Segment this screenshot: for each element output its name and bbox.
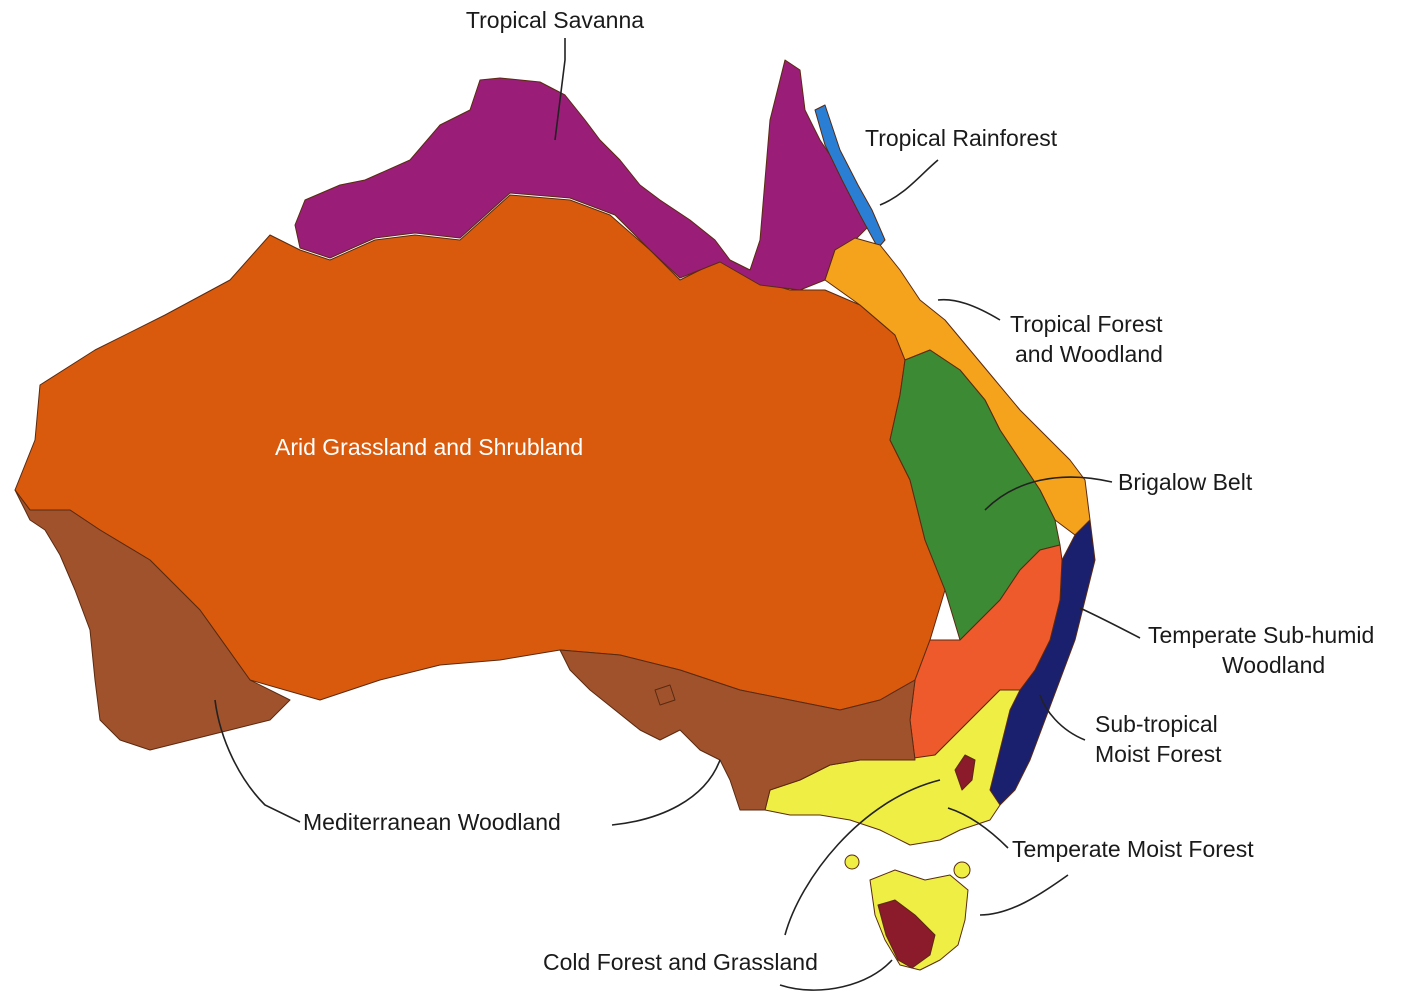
region-tropical-rainforest bbox=[814, 104, 886, 249]
region-mediterranean-sw bbox=[14, 489, 291, 751]
leader-tropical-forest bbox=[937, 298, 1001, 321]
leader-temperate-moist bbox=[947, 807, 1009, 849]
label-mediterranean: Mediterranean Woodland bbox=[303, 809, 561, 835]
label-temperate-subhumid-line1: Temperate Sub-humid bbox=[1148, 622, 1374, 648]
label-subtropical-line1: Sub-tropical bbox=[1095, 711, 1218, 737]
label-arid: Arid Grassland and Shrubland bbox=[275, 434, 583, 460]
leader-mediterranean-left bbox=[214, 699, 301, 823]
leader-mediterranean-right bbox=[611, 759, 721, 826]
label-brigalow: Brigalow Belt bbox=[1118, 469, 1253, 495]
label-temperate-subhumid: Temperate Sub-humid Woodland bbox=[1148, 622, 1381, 678]
label-tropical-forest-line2: and Woodland bbox=[1015, 341, 1163, 367]
label-subtropical-line2: Moist Forest bbox=[1095, 741, 1222, 767]
label-tropical-forest-line1: Tropical Forest bbox=[1010, 311, 1163, 337]
label-cold-forest: Cold Forest and Grassland bbox=[543, 949, 818, 975]
leader-tasmania bbox=[979, 874, 1069, 916]
island bbox=[953, 861, 971, 879]
region-cold-forest-tasmania bbox=[877, 899, 936, 969]
leader-tropical-savanna bbox=[554, 38, 566, 141]
leader-temperate-subhumid bbox=[1079, 607, 1141, 639]
leader-cold-forest bbox=[784, 779, 941, 936]
label-temperate-moist: Temperate Moist Forest bbox=[1012, 836, 1254, 862]
leader-tropical-rainforest bbox=[879, 159, 939, 206]
leader-lines bbox=[214, 38, 1141, 991]
leader-subtropical bbox=[1039, 694, 1086, 741]
region-cold-forest-mainland bbox=[954, 754, 976, 791]
leader-brigalow bbox=[984, 476, 1113, 511]
label-tropical-savanna: Tropical Savanna bbox=[466, 7, 644, 33]
island bbox=[654, 684, 676, 706]
label-temperate-subhumid-line2: Woodland bbox=[1222, 652, 1325, 678]
label-tropical-forest: Tropical Forest and Woodland bbox=[1010, 311, 1169, 367]
leader-cold-forest-tas bbox=[779, 959, 893, 991]
label-tropical-rainforest: Tropical Rainforest bbox=[865, 125, 1058, 151]
island bbox=[844, 854, 860, 870]
region-mediterranean-sa bbox=[559, 649, 916, 811]
region-tropical-savanna bbox=[294, 59, 871, 291]
label-subtropical: Sub-tropical Moist Forest bbox=[1095, 711, 1224, 767]
